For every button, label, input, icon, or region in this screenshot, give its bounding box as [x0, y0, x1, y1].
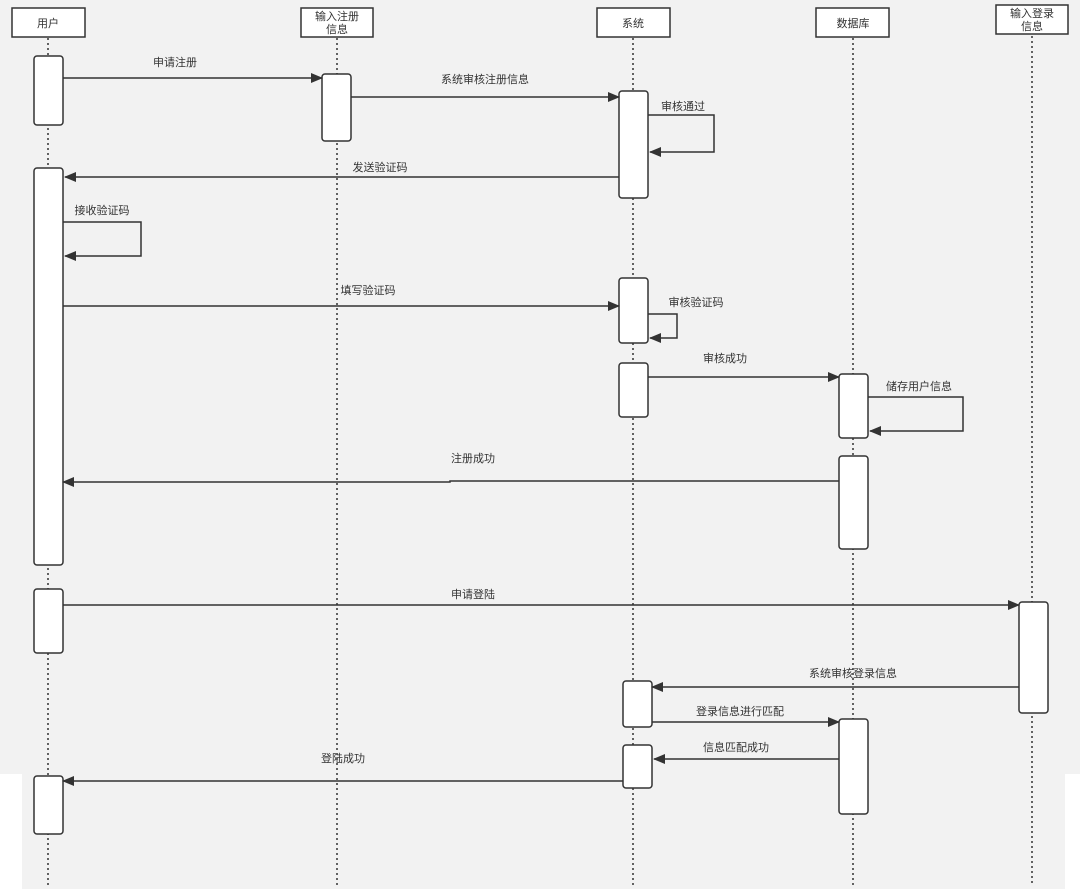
- activation-bar: [618, 277, 649, 344]
- participant-login-input: 输入登录信息: [995, 4, 1069, 35]
- message-label: 系统审核注册信息: [441, 72, 529, 86]
- activation-bar: [33, 588, 64, 654]
- activation-bar: [618, 90, 649, 199]
- activation-bar: [33, 167, 64, 566]
- activation-bar: [321, 73, 352, 142]
- message-label: 信息匹配成功: [703, 740, 769, 754]
- participant-user: 用户: [11, 7, 86, 38]
- message-arrow: [62, 477, 839, 487]
- activation-bar: [838, 373, 869, 439]
- svg-text:数据库: 数据库: [837, 16, 870, 30]
- message-label: 审核通过: [661, 99, 705, 113]
- message-label: 审核验证码: [669, 295, 724, 309]
- self-message-arrow: [648, 313, 678, 343]
- activation-bar: [33, 55, 64, 126]
- activation-bar: [1018, 601, 1049, 714]
- participant-label-line: 信息: [326, 22, 348, 36]
- message-label: 登录信息进行匹配: [696, 704, 784, 718]
- message-label: 接收验证码: [75, 203, 130, 217]
- participant-register-input-label: 输入注册信息: [315, 9, 359, 36]
- background-panel: [0, 0, 1080, 774]
- message-label: 发送验证码: [353, 160, 408, 174]
- message-label: 申请登陆: [451, 587, 495, 601]
- participant-database: 数据库: [815, 7, 890, 38]
- activation-bar: [622, 744, 653, 789]
- message-label: 申请注册: [153, 55, 197, 69]
- participant-label-line: 输入注册: [315, 9, 359, 23]
- message-label: 储存用户信息: [886, 379, 952, 393]
- participant-label-line: 输入登录: [1010, 6, 1054, 20]
- activation-bar: [622, 680, 653, 728]
- activation-bar: [33, 775, 64, 835]
- self-message-arrow: [868, 396, 964, 436]
- participant-system: 系统: [596, 7, 671, 38]
- message-label: 注册成功: [451, 451, 495, 465]
- activation-bar: [618, 362, 649, 418]
- self-message-arrow: [63, 221, 142, 261]
- message-label: 审核成功: [703, 351, 747, 365]
- message-label: 系统审核登录信息: [809, 666, 897, 680]
- background-panel-lower: [22, 774, 1065, 889]
- activation-bar: [838, 718, 869, 815]
- participant-login-input-label: 输入登录信息: [1010, 6, 1054, 33]
- activation-bar: [838, 455, 869, 550]
- svg-text:用户: 用户: [37, 16, 59, 30]
- message-label: 登陆成功: [321, 751, 365, 765]
- message-label: 填写验证码: [341, 283, 396, 297]
- svg-text:系统: 系统: [622, 17, 644, 30]
- participant-register-input: 输入注册信息: [300, 7, 374, 38]
- participant-label-line: 信息: [1021, 19, 1043, 33]
- self-message-arrow: [648, 114, 715, 157]
